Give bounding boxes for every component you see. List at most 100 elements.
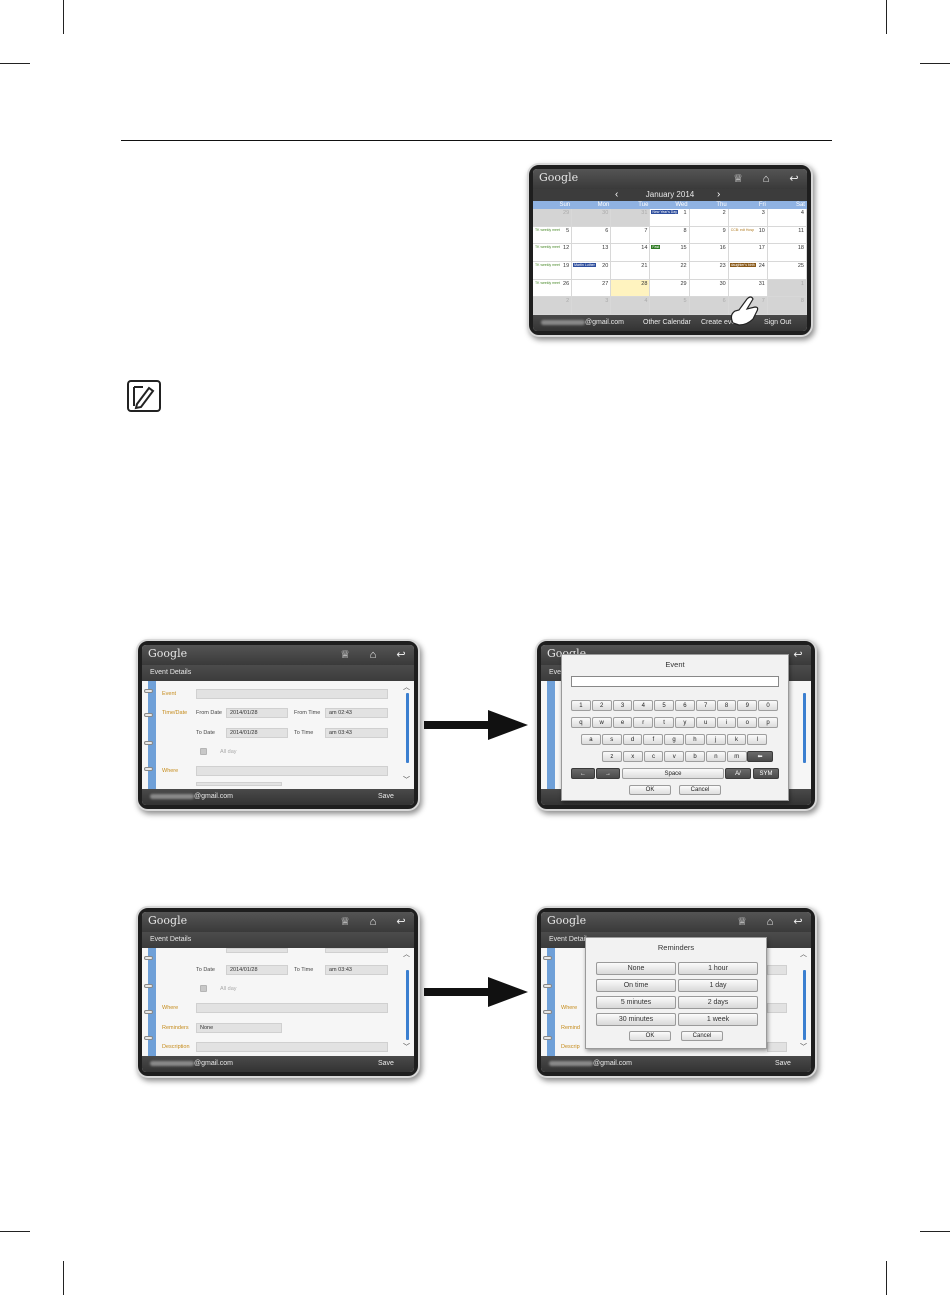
backspace-key[interactable]: ⬅ — [747, 751, 773, 762]
sym-key[interactable]: SYM — [753, 768, 779, 779]
where-input[interactable] — [196, 766, 388, 776]
scroll-down-icon[interactable]: ﹀ — [800, 1044, 807, 1051]
reminder-option-button[interactable]: 1 week — [678, 1013, 758, 1026]
key-5[interactable]: 5 — [654, 700, 674, 711]
calendar-event[interactable]: TK weekly meet — [535, 262, 560, 267]
calendar-day-cell[interactable]: 3 — [728, 209, 768, 227]
prev-month-icon[interactable]: ‹ — [615, 189, 619, 200]
calendar-day-cell[interactable]: 22 — [650, 261, 690, 280]
back-icon[interactable]: ↩ — [396, 916, 406, 928]
key-1[interactable]: 1 — [571, 700, 591, 711]
next-month-icon[interactable]: › — [717, 189, 721, 200]
from-date-input[interactable]: 2014/01/28 — [226, 708, 288, 718]
key-t[interactable]: t — [654, 717, 674, 728]
calendar-day-cell[interactable]: 6 — [572, 226, 612, 245]
all-day-checkbox[interactable] — [200, 748, 207, 755]
calendar-day-cell[interactable]: 4 — [767, 209, 807, 227]
scroll-up-icon[interactable]: ︿ — [403, 951, 410, 958]
calendar-day-cell[interactable]: 2 — [533, 297, 573, 315]
home-icon[interactable]: ⌂ — [766, 916, 774, 928]
key-o[interactable]: o — [737, 717, 758, 728]
reminder-option-button[interactable]: 5 minutes — [596, 996, 676, 1009]
calendar-day-cell[interactable]: 14 — [611, 244, 651, 262]
save-button[interactable]: Save — [378, 1060, 394, 1067]
key-z[interactable]: z — [602, 751, 622, 762]
save-button[interactable]: Save — [775, 1060, 791, 1067]
scrollbar[interactable] — [803, 693, 806, 763]
key-i[interactable]: i — [716, 717, 737, 728]
right-arrow-key[interactable]: → — [596, 768, 620, 779]
calendar-day-cell[interactable]: 27 — [572, 279, 612, 298]
where-input[interactable] — [196, 1003, 388, 1013]
calendar-day-cell[interactable]: 9 — [689, 226, 729, 245]
reminder-option-button[interactable]: 30 minutes — [596, 1013, 676, 1026]
back-icon[interactable]: ↩ — [396, 649, 406, 661]
key-9[interactable]: 9 — [737, 700, 758, 711]
cancel-button[interactable]: Cancel — [679, 785, 721, 795]
scrollbar[interactable] — [406, 970, 409, 1040]
calendar-day-cell[interactable]: 30 — [572, 209, 612, 227]
home-icon[interactable]: ⌂ — [369, 916, 377, 928]
calendar-day-cell[interactable]: 29 — [650, 279, 690, 298]
trash-icon[interactable]: ♕ — [737, 916, 747, 928]
trash-icon[interactable]: ♕ — [733, 173, 743, 185]
key-c[interactable]: c — [643, 751, 664, 762]
calendar-event[interactable]: New Year's Day — [651, 210, 679, 214]
scroll-up-icon[interactable]: ︿ — [800, 951, 807, 958]
key-3[interactable]: 3 — [612, 700, 633, 711]
calendar-event[interactable]: CCB: edt Hosp — [730, 227, 755, 232]
calendar-day-cell[interactable]: 23 — [689, 261, 729, 280]
calendar-day-cell[interactable]: 2 — [689, 209, 729, 227]
key-f[interactable]: f — [643, 734, 664, 745]
key-d[interactable]: d — [622, 734, 643, 745]
key-w[interactable]: w — [591, 717, 612, 728]
ok-button[interactable]: OK — [629, 785, 671, 795]
key-6[interactable]: 6 — [675, 700, 695, 711]
calendar-day-cell[interactable]: 30 — [689, 279, 729, 298]
calendar-day-cell[interactable]: 6 — [689, 297, 729, 315]
from-time-input[interactable]: am 02:43 — [325, 708, 388, 718]
calendar-day-cell[interactable]: 1 — [767, 279, 807, 298]
calendar-day-cell[interactable]: 13 — [572, 244, 612, 262]
key-k[interactable]: k — [726, 734, 747, 745]
key-j[interactable]: j — [705, 734, 726, 745]
cancel-button[interactable]: Cancel — [681, 1031, 723, 1041]
home-icon[interactable]: ⌂ — [369, 649, 377, 661]
to-date-input[interactable]: 2014/01/28 — [226, 728, 288, 738]
event-text-input[interactable] — [571, 676, 779, 687]
calendar-event[interactable]: Martin Luther — [573, 262, 596, 267]
create-event-button[interactable]: Create event — [701, 319, 742, 326]
scrollbar[interactable] — [406, 693, 409, 763]
trash-icon[interactable]: ♕ — [340, 649, 350, 661]
scroll-down-icon[interactable]: ﹀ — [403, 777, 410, 784]
scroll-down-icon[interactable]: ﹀ — [403, 1044, 410, 1051]
key-g[interactable]: g — [664, 734, 684, 745]
save-button[interactable]: Save — [378, 793, 394, 800]
calendar-day-cell[interactable]: 5 — [650, 297, 690, 315]
scroll-up-icon[interactable]: ︿ — [403, 684, 410, 691]
trash-icon[interactable]: ♕ — [340, 916, 350, 928]
key-a[interactable]: a — [581, 734, 601, 745]
key-l[interactable]: l — [747, 734, 768, 745]
key-q[interactable]: q — [571, 717, 591, 728]
left-arrow-key[interactable]: ← — [571, 768, 595, 779]
back-icon[interactable]: ↩ — [793, 649, 803, 661]
calendar-day-cell[interactable]: 17 — [728, 244, 768, 262]
description-input[interactable] — [196, 1042, 388, 1052]
calendar-day-cell[interactable]: 29 — [533, 209, 573, 227]
key-4[interactable]: 4 — [633, 700, 654, 711]
calendar-event[interactable]: TK weekly meet — [535, 227, 560, 232]
key-s[interactable]: s — [601, 734, 622, 745]
reminder-option-button[interactable]: None — [596, 962, 676, 975]
ok-button[interactable]: OK — [629, 1031, 671, 1041]
calendar-event[interactable]: TK weekly meet — [535, 280, 560, 285]
key-b[interactable]: b — [685, 751, 705, 762]
sign-out-button[interactable]: Sign Out — [764, 319, 792, 326]
key-v[interactable]: v — [664, 751, 685, 762]
